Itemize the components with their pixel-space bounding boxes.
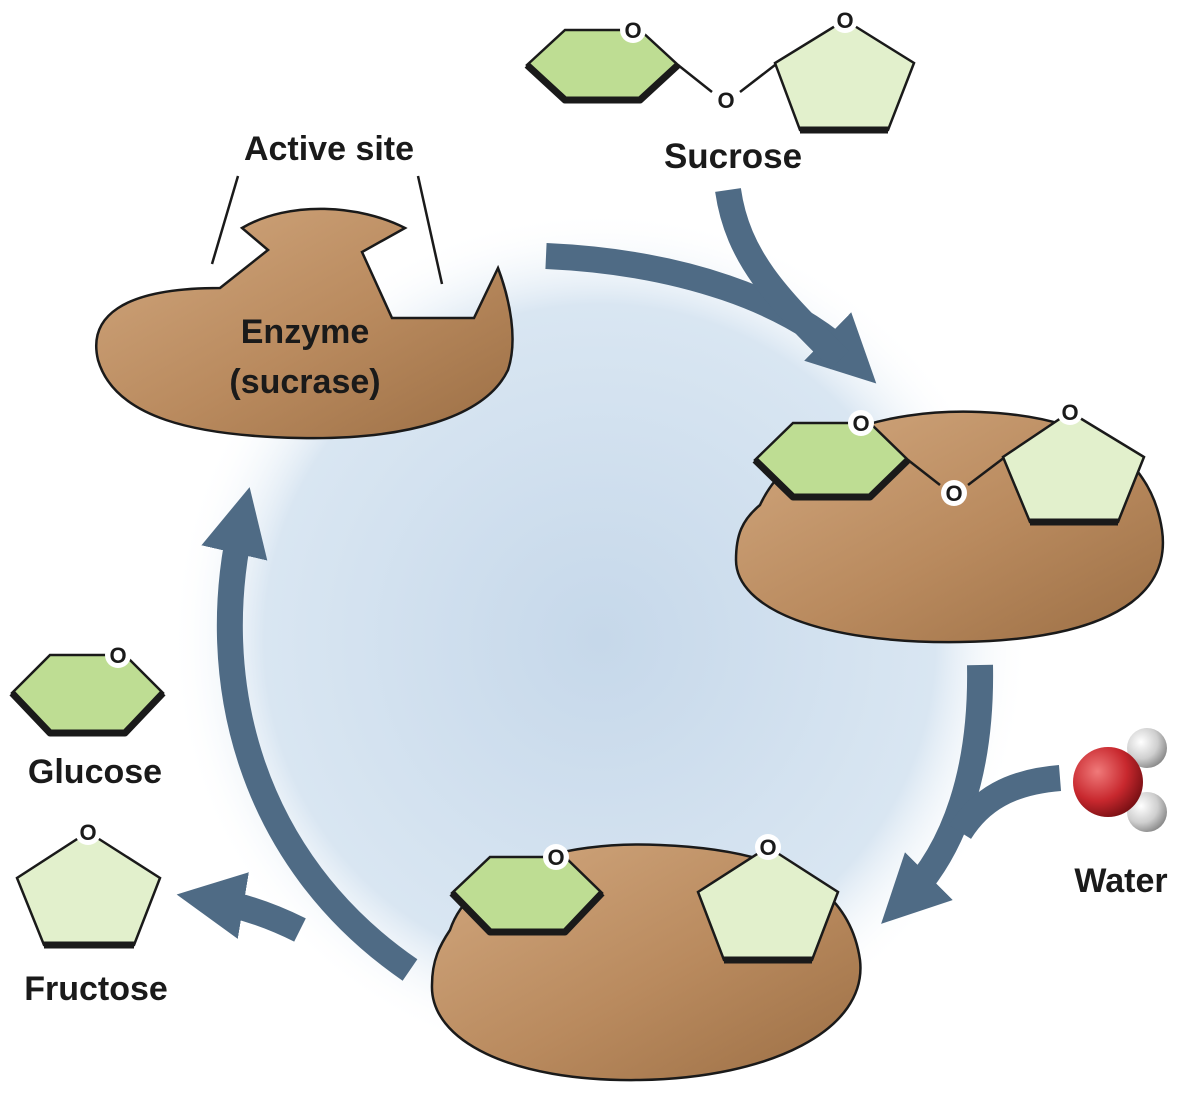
sucrose-molecule-top: O O O [524,7,916,134]
sucrose-molecule-bound: O O O [752,399,1146,526]
enzyme-free [95,207,514,440]
fructose-ring [773,18,916,132]
oxygen-label: O [109,643,126,668]
oxygen-label: O [852,411,869,436]
enzyme-label: Enzyme [241,313,370,351]
oxygen-label: O [547,845,564,870]
oxygen-label: O [945,481,962,506]
arrow-products-to-enzyme [201,487,418,981]
active-site-pointer-left [210,175,240,265]
active-site-label: Active site [244,130,414,168]
hydrogen-atom [1127,792,1167,832]
products-on-enzyme: O O [449,834,840,964]
oxygen-label: O [836,8,853,33]
arrow-sucrose-in [715,187,850,370]
sucrose-label: Sucrose [664,137,802,176]
enzyme-name-label: (sucrase) [229,363,380,401]
oxygen-label: O [1061,400,1078,425]
fructose-molecule-released: O [15,819,162,949]
arrow-products-out [176,872,306,942]
glucose-label: Glucose [28,753,162,791]
cycle-arrows [176,187,1062,981]
oxygen-label: O [624,18,641,43]
oxygen-label: O [79,820,96,845]
glucose-molecule-released: O [9,642,166,737]
oxygen-label: O [759,835,776,860]
oxygen-atom [1073,747,1143,817]
active-site-pointer-right [416,175,444,285]
water-label: Water [1074,862,1167,900]
fructose-label: Fructose [24,970,168,1008]
arrow-water-in [948,765,1062,840]
hydrogen-atom [1127,728,1167,768]
water-molecule [1073,728,1167,832]
oxygen-label: O [717,88,734,113]
arrow-bound-to-products [881,664,994,924]
